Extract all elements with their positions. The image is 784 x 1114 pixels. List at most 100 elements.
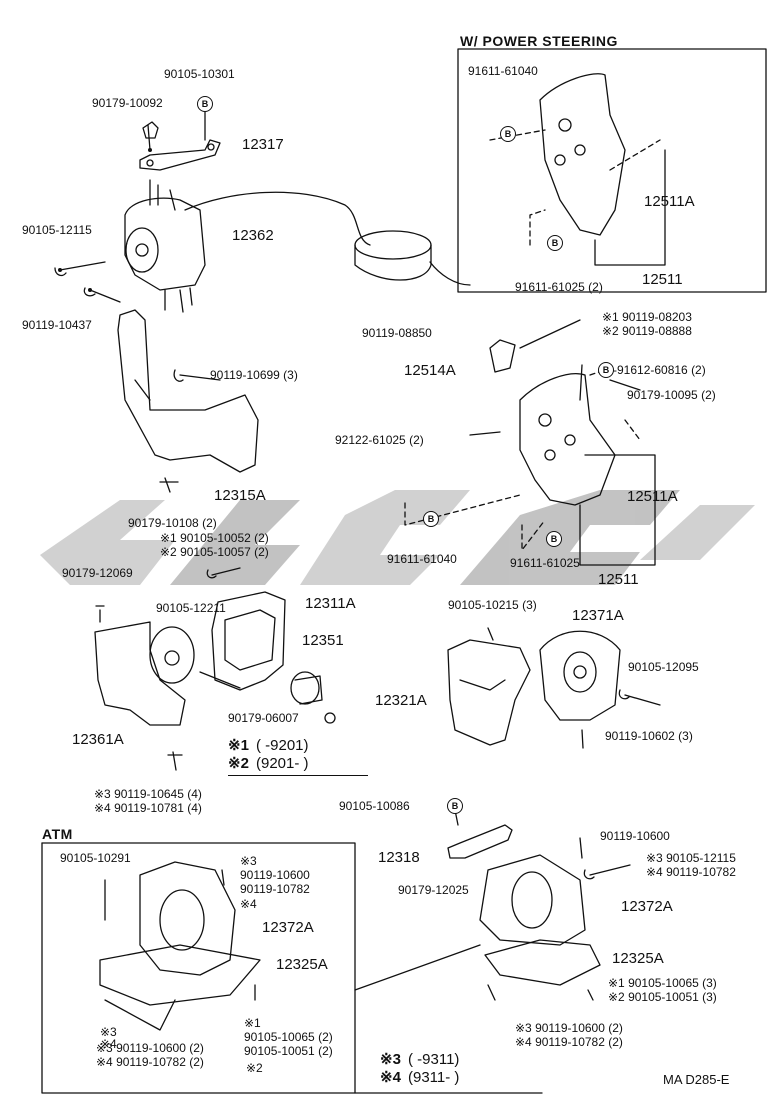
part-90105-12095: 90105-12095 [628, 660, 699, 674]
part-90119-10600-r: 90119-10600 [600, 829, 670, 843]
reference-code: MA D285-E [663, 1072, 730, 1087]
part-90179-12025: 90179-12025 [398, 883, 469, 897]
atm-header: ATM [42, 826, 73, 842]
part-90105-12211: 90105-12211 [156, 601, 226, 615]
stay-12317 [139, 139, 221, 171]
atm-12372A: 12372A [262, 919, 314, 936]
legend-3-key: ※3 [380, 1051, 401, 1068]
atm-90119-10782: 90119-10782 [240, 882, 310, 896]
b-badge: B [598, 362, 614, 378]
part-92122-61025: 92122-61025 (2) [335, 433, 424, 447]
power-steering-header: W/ POWER STEERING [460, 33, 618, 49]
part-12514A: 12514A [404, 362, 456, 379]
part-90105-10301: 90105-10301 [164, 67, 235, 81]
watermark-stroke-3 [300, 490, 470, 585]
part-12371A: 12371A [572, 607, 624, 624]
bracket-12311A [211, 591, 286, 691]
part-12318: 12318 [378, 849, 420, 866]
b-badge: B [447, 798, 463, 814]
atm-note-4b: ※4 [100, 1037, 117, 1051]
part-n1-90105-10065-r: ※1 90105-10065 (3) [608, 976, 717, 990]
engine-cylinder [354, 230, 432, 260]
part-90179-10095: 90179-10095 (2) [627, 388, 716, 402]
part-12325A-r: 12325A [612, 950, 664, 967]
part-n3-90105-12115: ※3 90105-12115 [646, 851, 736, 865]
part-90179-10108: 90179-10108 (2) [128, 516, 217, 530]
part-n2-90105-10051-r: ※2 90105-10051 (3) [608, 990, 717, 1004]
part-90179-10092: 90179-10092 [92, 96, 163, 110]
watermark [40, 490, 755, 585]
power-steering-box [457, 48, 767, 293]
atm-note-2: ※2 [246, 1061, 263, 1075]
legend-1-2-rule [228, 775, 368, 776]
part-12362: 12362 [232, 227, 274, 244]
atm-90119-10600: 90119-10600 [240, 868, 310, 882]
atm-12325A: 12325A [276, 956, 328, 973]
legend-2-value: (9201- ) [256, 755, 309, 772]
ps-91611-61040: 91611-61040 [468, 64, 538, 78]
b-badge: B [197, 96, 213, 112]
atm-90105-10051: 90105-10051 (2) [244, 1044, 333, 1058]
part-n3-90119-10600-r: ※3 90119-10600 (2) [515, 1021, 623, 1035]
atm-n4-90119-10782: ※4 90119-10782 (2) [96, 1055, 204, 1069]
part-n2-90105-10057: ※2 90105-10057 (2) [160, 545, 269, 559]
atm-n3-90119-10600: ※3 90119-10600 (2) [96, 1041, 204, 1055]
b-badge: B [423, 511, 439, 527]
cushion-12351 [290, 671, 320, 705]
ps-91611-61025: 91611-61025 (2) [515, 280, 603, 294]
legend-2-key: ※2 [228, 755, 249, 772]
part-90179-06007: 90179-06007 [228, 711, 299, 725]
part-90105-10215: 90105-10215 (3) [448, 598, 537, 612]
mount-12361A [94, 621, 186, 726]
part-12351: 12351 [302, 632, 344, 649]
part-12311A: 12311A [305, 595, 356, 612]
part-n4-90119-10782-r2: ※4 90119-10782 (2) [515, 1035, 623, 1049]
part-90179-12069: 90179-12069 [62, 566, 133, 580]
bracket-12321A [447, 639, 531, 746]
mount-12362 [124, 197, 206, 291]
atm-bracket-12325A [99, 944, 261, 1006]
part-n2-90119-08888: ※2 90119-08888 [602, 324, 692, 338]
atm-box-edge [41, 842, 356, 1094]
watermark-stroke-1 [40, 500, 175, 585]
legend-1-value: ( -9201) [256, 737, 309, 754]
atm-90105-10065: 90105-10065 (2) [244, 1030, 333, 1044]
atm-note-1: ※1 [244, 1016, 261, 1030]
mid-12511: 12511 [598, 571, 639, 588]
part-n4-90119-10782-r: ※4 90119-10782 [646, 865, 736, 879]
watermark-stroke-2 [170, 500, 300, 585]
b-badge: B [500, 126, 516, 142]
b-badge: B [546, 531, 562, 547]
part-90119-10602: 90119-10602 (3) [605, 729, 693, 743]
atm-note-4: ※4 [240, 897, 257, 911]
ps-12511A: 12511A [644, 193, 695, 210]
part-90105-10086: 90105-10086 [339, 799, 410, 813]
part-12361A: 12361A [72, 731, 124, 748]
mount-12371A [539, 630, 621, 721]
bracket-12325A [484, 939, 601, 986]
mid-12511A: 12511A [627, 488, 678, 505]
part-90119-10699: 90119-10699 (3) [210, 368, 298, 382]
part-90119-08850: 90119-08850 [362, 326, 432, 340]
part-91612-60816: -91612-60816 (2) [613, 363, 706, 377]
part-n3-90119-10645: ※3 90119-10645 (4) [94, 787, 202, 801]
part-90105-12115: 90105-12115 [22, 223, 92, 237]
watermark-stroke-4 [460, 490, 680, 585]
bracket-12315A [117, 309, 259, 473]
atm-90105-10291: 90105-10291 [60, 851, 131, 865]
part-12372A-r: 12372A [621, 898, 673, 915]
watermark-stroke-5 [640, 505, 755, 560]
legend-3-value: ( -9311) [408, 1051, 460, 1068]
legend-4-key: ※4 [380, 1069, 401, 1086]
part-90119-10437: 90119-10437 [22, 318, 92, 332]
mid-91611-61040: 91611-61040 [387, 552, 457, 566]
part-n1-90105-10052: ※1 90105-10052 (2) [160, 531, 269, 545]
part-12321A: 12321A [375, 692, 427, 709]
atm-note-3b: ※3 [100, 1025, 117, 1039]
legend-4-value: (9311- ) [408, 1069, 460, 1086]
mount-12372A [479, 854, 586, 946]
mid-91611-61025: 91611-61025 [510, 556, 580, 570]
b-badge: B [547, 235, 563, 251]
part-12317: 12317 [242, 136, 284, 153]
part-12315A: 12315A [214, 487, 266, 504]
